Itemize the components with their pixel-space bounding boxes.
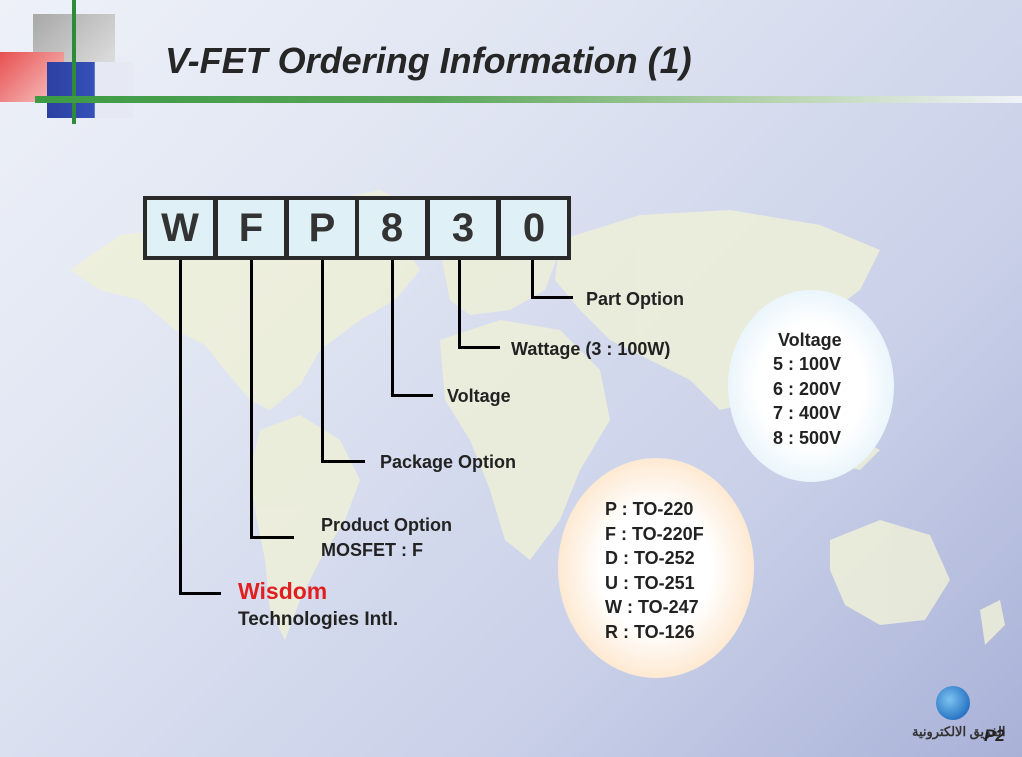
connector-8-horizontal [391,394,433,397]
code-letter-5: 3 [430,200,496,256]
watermark-text: الفريق الالكترونية [912,724,1006,739]
package-item: U : TO-251 [605,573,695,593]
connector-0-vertical [531,260,534,298]
package-bubble [558,458,754,678]
package-item: P : TO-220 [605,499,694,519]
connector-0-horizontal [531,296,573,299]
label-voltage: Voltage [447,386,511,406]
code-letter-6: 0 [501,200,567,256]
voltage-item: 8 : 500V [773,428,842,448]
label-part-option: Part Option [586,289,684,309]
label-wattage: Wattage (3 : 100W) [511,339,671,359]
deco-vertical-line [72,0,76,124]
part-code: W F P 8 3 0 [143,196,571,260]
label-mosfet: MOSFET : F [321,540,423,560]
voltage-bubble [728,290,894,482]
voltage-item: 7 : 400V [773,403,842,423]
brand-subtitle: Technologies Intl. [238,609,399,630]
voltage-item: 5 : 100V [773,354,842,374]
code-letter-2: F [218,200,284,256]
package-item: D : TO-252 [605,548,695,568]
code-letter-3: P [289,200,355,256]
title-underline [35,96,1022,103]
label-product-option: Product Option [321,515,452,535]
connector-3-vertical [458,260,461,348]
page-number: P2 [984,726,1005,745]
globe-logo-icon [936,686,970,720]
deco-square-blue [47,62,133,118]
voltage-bubble-heading: Voltage [778,330,842,350]
page-title: V-FET Ordering Information (1) [165,40,692,81]
label-package-option: Package Option [380,452,517,472]
connector-f-vertical [250,260,253,539]
brand-name: Wisdom [238,578,328,604]
package-item: W : TO-247 [605,597,699,617]
package-item: F : TO-220F [605,524,704,544]
connector-f-horizontal [250,536,294,539]
code-letter-1: W [147,200,213,256]
connector-w-horizontal [179,592,221,595]
code-letter-4: 8 [359,200,425,256]
package-item: R : TO-126 [605,622,695,642]
connector-p-horizontal [321,460,365,463]
connector-8-vertical [391,260,394,397]
connector-p-vertical [321,260,324,463]
connector-w-vertical [179,260,182,595]
connector-3-horizontal [458,346,500,349]
voltage-item: 6 : 200V [773,379,842,399]
